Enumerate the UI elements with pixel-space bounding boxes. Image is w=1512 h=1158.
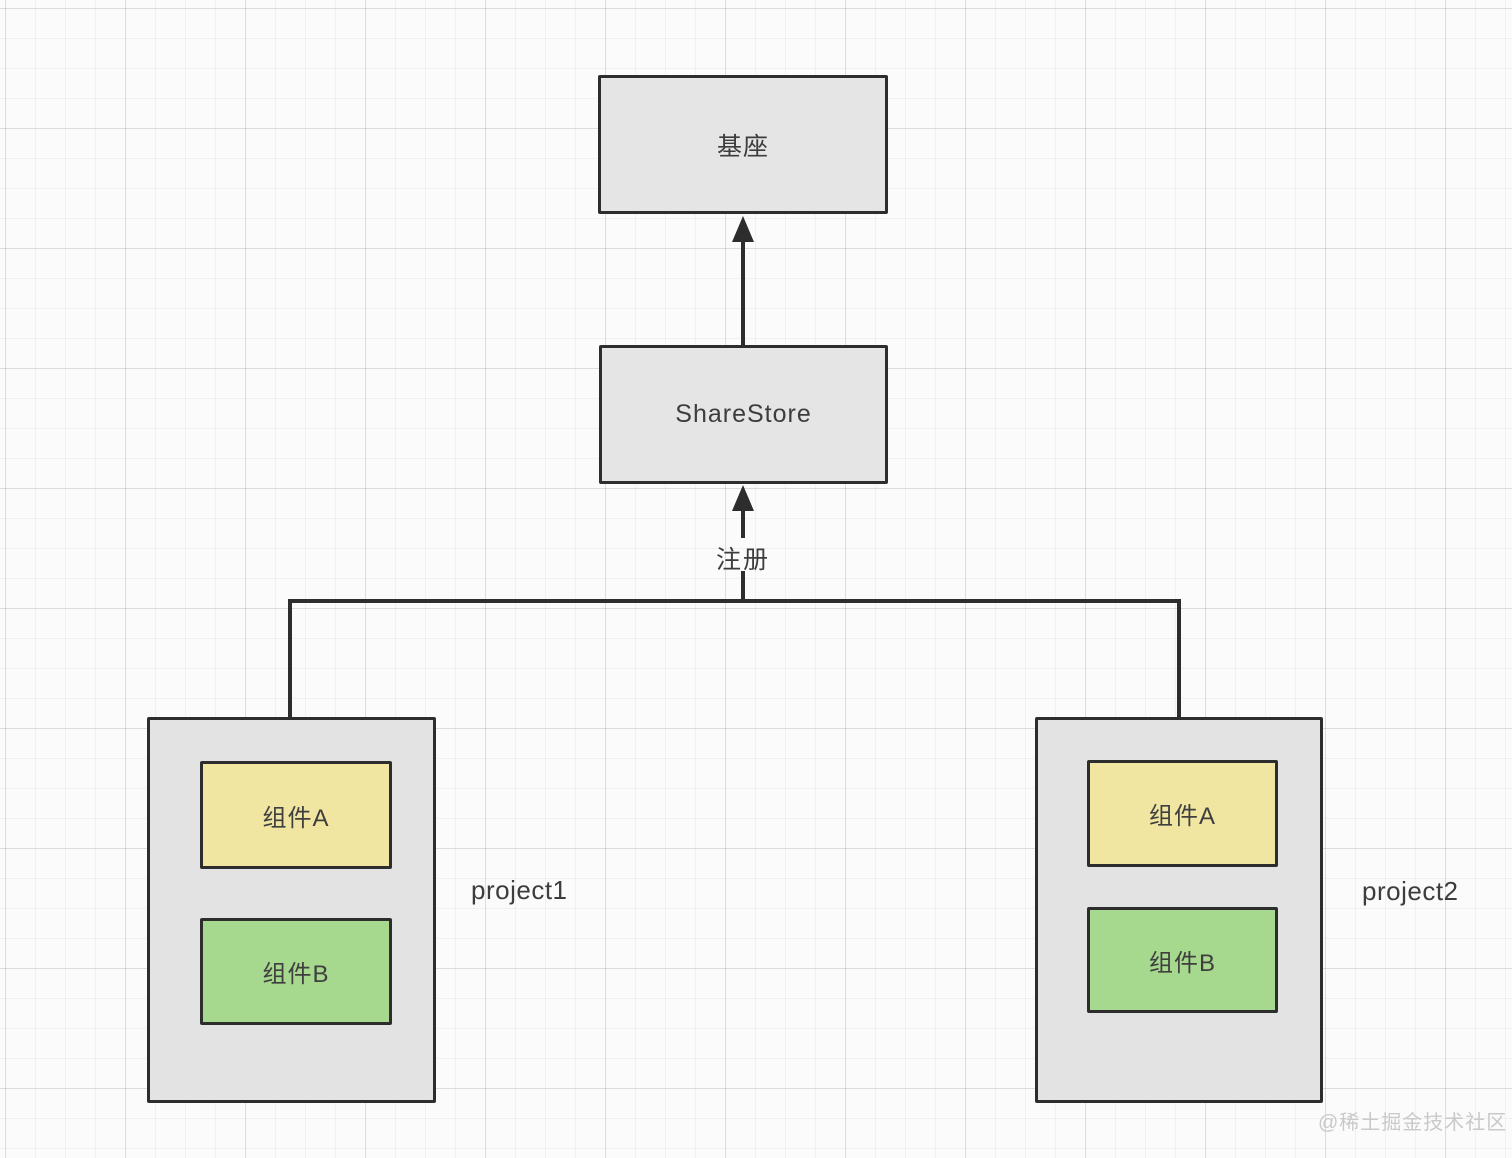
- project2-component-a: 组件A: [1087, 760, 1278, 867]
- edge-register-upper: [741, 508, 745, 538]
- component-label: 组件A: [1148, 803, 1216, 830]
- component-label: 组件B: [1148, 949, 1216, 977]
- component-label: 组件B: [262, 961, 330, 988]
- project1-component-b: 组件B: [200, 918, 392, 1025]
- project2-container: 组件A 组件B: [1035, 717, 1323, 1103]
- register-edge-label: 注册: [715, 546, 770, 574]
- project1-component-a: 组件A: [200, 761, 392, 869]
- project2-component-b: 组件B: [1087, 907, 1278, 1013]
- sharestore-node: ShareStore: [599, 345, 888, 484]
- project1-label: project1: [471, 875, 568, 905]
- edge-branch-right: [1177, 599, 1181, 719]
- edge-branch-left: [288, 599, 292, 719]
- project1-container: 组件A 组件B: [147, 717, 436, 1103]
- sharestore-node-label: ShareStore: [675, 400, 812, 428]
- arrow-up-icon: [732, 216, 754, 242]
- arrow-up-icon: [732, 485, 754, 511]
- base-node: 基座: [598, 75, 888, 214]
- project2-label: project2: [1362, 876, 1459, 906]
- edge-branch-horizontal: [288, 599, 1181, 603]
- base-node-label: 基座: [716, 132, 769, 161]
- component-label: 组件A: [262, 804, 330, 832]
- edge-sharestore-to-base: [741, 239, 745, 346]
- watermark-text: @稀土掘金技术社区: [1318, 1112, 1508, 1134]
- edge-register-lower: [741, 571, 745, 602]
